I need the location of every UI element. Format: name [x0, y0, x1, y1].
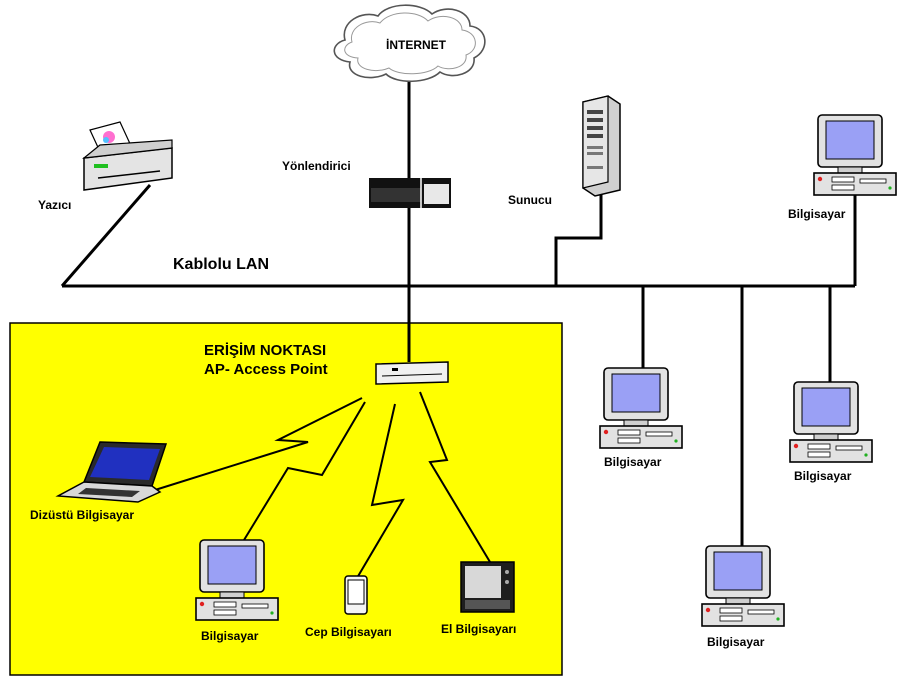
wireless-links: [154, 391, 491, 579]
server-icon: [582, 95, 621, 197]
router-icon: [369, 178, 451, 208]
printer-cable: [60, 184, 152, 287]
desktop-computer-icon: [599, 367, 683, 449]
cloud-icon: [333, 4, 486, 83]
lan-cables: [60, 78, 857, 547]
desktop-label-mid-right: Bilgisayar: [794, 469, 852, 483]
desktop-computer-icon: [789, 381, 873, 463]
wireless-link-laptop: [154, 397, 363, 491]
desktop-computer-icon: [813, 114, 897, 196]
wireless-link-pda: [356, 403, 405, 579]
server-label: Sunucu: [508, 193, 552, 207]
desktop-label-bottom: Bilgisayar: [707, 635, 765, 649]
handheld-label: El Bilgisayarı: [441, 622, 516, 636]
pda-label: Cep Bilgisayarı: [305, 625, 392, 639]
ap-label-line1: ERİŞİM NOKTASI: [204, 342, 326, 359]
wired-lan-label: Kablolu LAN: [173, 256, 269, 273]
printer-icon: [82, 121, 173, 191]
laptop-icon: [55, 441, 168, 503]
desktop-label-mid-left: Bilgisayar: [604, 455, 662, 469]
server-cable: [554, 188, 603, 286]
internet-label: İNTERNET: [386, 37, 447, 52]
ap-label-line2: AP- Access Point: [204, 361, 328, 378]
desktop-label-top-right: Bilgisayar: [788, 207, 846, 221]
wireless-link-handheld: [419, 391, 491, 563]
desktop-computer-icon: [701, 545, 785, 627]
pda-icon: [344, 575, 368, 615]
router-label: Yönlendirici: [282, 159, 351, 173]
access-point-icon: [375, 361, 449, 385]
handheld-icon: [460, 561, 515, 613]
printer-label: Yazıcı: [38, 198, 71, 212]
wireless-link-desktop: [243, 401, 366, 541]
desktop-label-wireless: Bilgisayar: [201, 629, 259, 643]
laptop-label: Dizüstü Bilgisayar: [30, 508, 134, 522]
